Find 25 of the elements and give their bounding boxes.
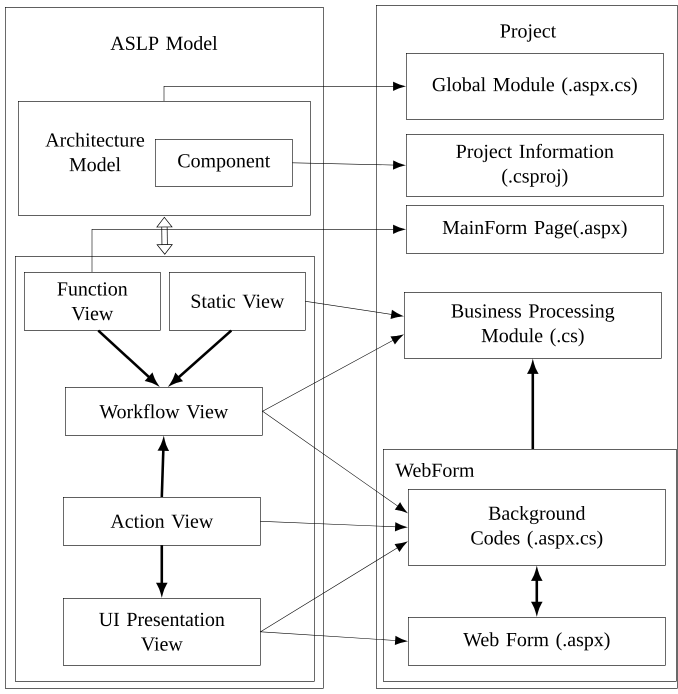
box: Static View [169,272,306,331]
arrow [305,301,404,319]
arrow [260,542,408,632]
arrow [292,160,406,170]
box: Background Codes (.aspx.cs) [408,489,666,566]
group-box [15,256,315,682]
arrow [260,632,408,645]
box: Business Processing Module (.cs) [404,292,662,359]
arrow [156,216,173,255]
arrow [260,521,408,532]
box: Action View [63,497,261,546]
arrow [97,330,158,385]
arrow [170,330,232,385]
box: UI Presentation View [63,598,261,666]
arrow [262,334,404,412]
box: Global Module (.aspx.cs) [406,53,664,120]
box: Web Form (.aspx) [408,617,666,666]
box: Project Information (.csproj) [406,134,664,197]
box: Workflow View [65,387,263,436]
arrow [164,82,406,102]
box: Component [155,139,293,187]
box: Function View [24,272,161,331]
arrow [92,224,406,272]
arrow [262,411,408,513]
box: MainForm Page(.aspx) [406,205,664,254]
